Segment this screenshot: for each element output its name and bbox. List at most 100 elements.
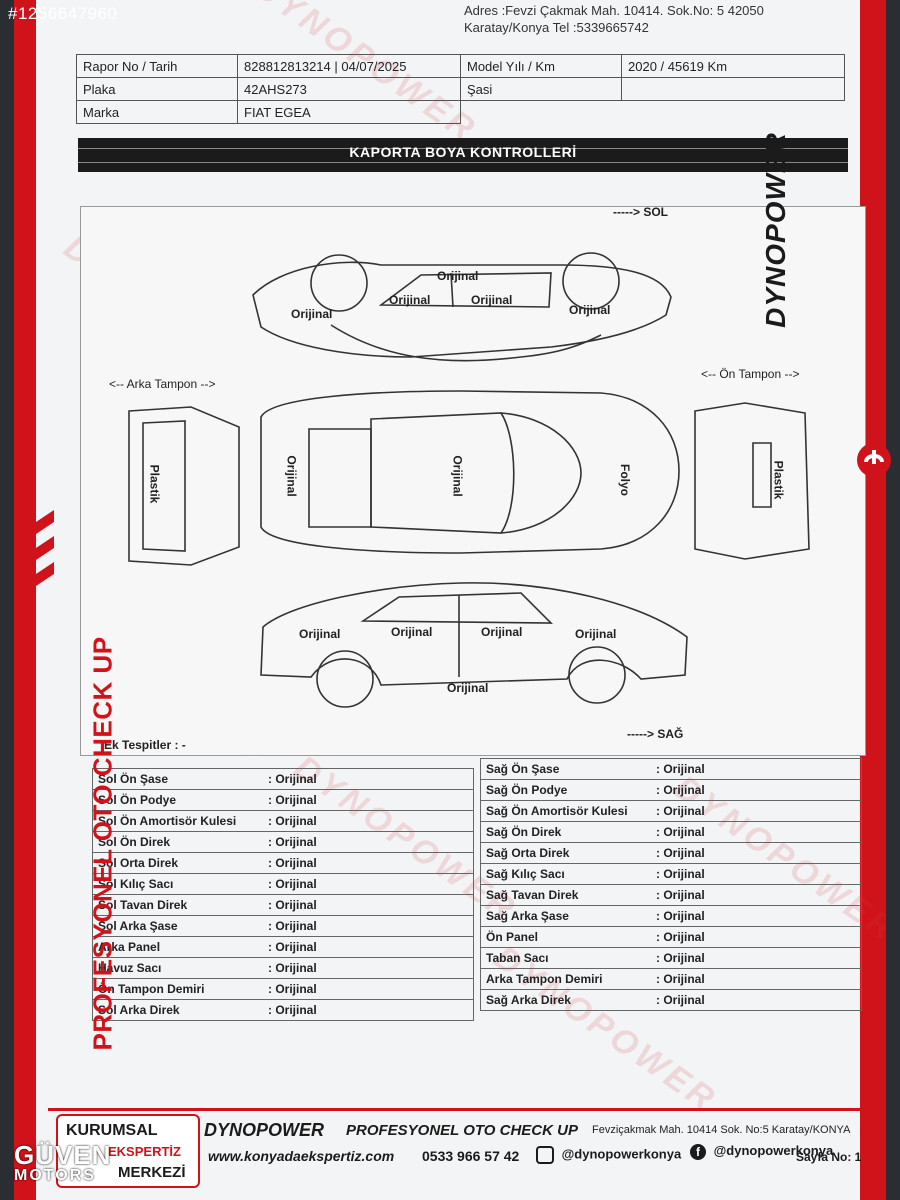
part-status: : Orijinal [651, 779, 862, 801]
footer-phone[interactable]: 0533 966 57 42 [422, 1148, 520, 1164]
part-status: : Orijinal [651, 989, 862, 1011]
part-status: : Orijinal [263, 978, 474, 1000]
car-outline-icon [128, 252, 810, 708]
part-status: : Orijinal [263, 915, 474, 937]
part-status: : Orijinal [263, 957, 474, 979]
bar-line [78, 162, 848, 163]
model-value: 2020 / 45619 Km [621, 54, 845, 78]
part-name: Sol Orta Direk [92, 852, 263, 874]
company-address: Adres :Fevzi Çakmak Mah. 10414. Sok.No: … [464, 2, 764, 36]
car-paint-diagram: -----> SOL -----> SAĞ <-- Arka Tampon --… [80, 205, 866, 756]
table-row: Sol Ön Direk: Orijinal [92, 831, 474, 853]
bottom-rear-quarter-status: Orijinal [299, 627, 341, 641]
top-front-fender-status: Orijinal [569, 303, 611, 317]
page-number: Sayfa No: 1 [796, 1150, 862, 1164]
rapor-label: Rapor No / Tarih [76, 54, 238, 78]
table-row: Sol Ön Amortisör Kulesi: Orijinal [92, 810, 474, 832]
part-status: : Orijinal [651, 863, 862, 885]
facebook-icon: f [690, 1143, 706, 1160]
table-row: Ön Panel: Orijinal [480, 926, 862, 948]
rear-bumper-status: Plastik [147, 464, 162, 504]
ek-tespitler: Ek Tespitler : - [104, 738, 186, 752]
part-name: Ön Tampon Demiri [92, 978, 263, 1000]
dynopower-vertical-logo: DYNOPOWER [760, 130, 800, 330]
top-roof-status: Orijinal [437, 269, 479, 283]
hood-status: Folyo [618, 464, 632, 496]
part-status: : Orijinal [651, 800, 862, 822]
on-tampon-label: <-- Ön Tampon --> [701, 367, 800, 381]
table-row: Sol Ön Podye: Orijinal [92, 789, 474, 811]
stripes-decor-icon [24, 510, 54, 594]
part-name: Sağ Ön Şase [480, 758, 651, 780]
part-name: Sol Ön Direk [92, 831, 263, 853]
side-banner: PROFESYONEL OTO CHECK UP [87, 636, 118, 1051]
dealer-name-1: GÜVEN [14, 1140, 112, 1170]
table-row: Sağ Kılıç Sacı: Orijinal [480, 863, 862, 885]
part-status: : Orijinal [263, 936, 474, 958]
bottom-rear-door-status: Orijinal [391, 625, 433, 639]
table-row: Sol Arka Şase: Orijinal [92, 915, 474, 937]
table-row: Sol Orta Direk: Orijinal [92, 852, 474, 874]
footer-website[interactable]: www.konyadaekspertiz.com [208, 1148, 395, 1164]
part-status: : Orijinal [263, 831, 474, 853]
part-status: : Orijinal [263, 768, 474, 790]
marka-value: FIAT EGEA [237, 100, 461, 124]
instagram-icon [536, 1146, 554, 1164]
address-line-2: Karatay/Konya Tel :5339665742 [464, 20, 649, 35]
part-status: : Orijinal [263, 789, 474, 811]
address-line-1: Adres :Fevzi Çakmak Mah. 10414. Sok.No: … [464, 3, 764, 18]
section-title: KAPORTA BOYA KONTROLLERİ [349, 144, 577, 160]
part-name: Sağ Arka Direk [480, 989, 651, 1011]
table-row: Sol Tavan Direk: Orijinal [92, 894, 474, 916]
sasi-value [621, 77, 845, 101]
left-red-edge [14, 0, 36, 1200]
bottom-front-fender-status: Orijinal [575, 627, 617, 641]
part-status: : Orijinal [651, 905, 862, 927]
footer-facebook[interactable]: f @dynopowerkonya [690, 1143, 833, 1160]
footer-instagram[interactable]: @dynopowerkonya [536, 1146, 681, 1164]
section-title-bar: KAPORTA BOYA KONTROLLERİ [78, 138, 848, 172]
kurumsal-line-3: MERKEZİ [118, 1164, 186, 1181]
marka-label: Marka [76, 100, 238, 124]
table-row: Ön Tampon Demiri: Orijinal [92, 978, 474, 1000]
part-name: Sağ Ön Amortisör Kulesi [480, 800, 651, 822]
part-name: Sağ Kılıç Sacı [480, 863, 651, 885]
footer-bar [48, 1108, 868, 1191]
part-name: Sağ Tavan Direk [480, 884, 651, 906]
part-name: Taban Sacı [480, 947, 651, 969]
part-status: : Orijinal [651, 968, 862, 990]
part-name: Sol Arka Direk [92, 999, 263, 1021]
plaka-label: Plaka [76, 77, 238, 101]
brand-vertical-text: DYNOPOWER [760, 132, 791, 328]
table-row: Sağ Tavan Direk: Orijinal [480, 884, 862, 906]
plaka-value: 42AHS273 [237, 77, 461, 101]
bottom-sill-status: Orijinal [447, 681, 489, 695]
table-row: Sağ Ön Şase: Orijinal [480, 758, 862, 780]
part-status: : Orijinal [263, 894, 474, 916]
dealer-watermark: GÜVEN MOTORS [14, 1140, 144, 1192]
footer-address: Fevziçakmak Mah. 10414 Sok. No:5 Karatay… [592, 1124, 851, 1136]
table-row: Arka Panel: Orijinal [92, 936, 474, 958]
part-status: : Orijinal [263, 810, 474, 832]
table-row: Sağ Ön Amortisör Kulesi: Orijinal [480, 800, 862, 822]
part-status: : Orijinal [651, 947, 862, 969]
part-name: Sol Ön Amortisör Kulesi [92, 810, 263, 832]
part-status: : Orijinal [651, 884, 862, 906]
arka-tampon-label: <-- Arka Tampon --> [109, 377, 216, 391]
kurumsal-badge: KURUMSAL EKSPERTİZ MERKEZİ [56, 1114, 200, 1188]
empty-cell [461, 101, 845, 124]
part-name: Sol Kılıç Sacı [92, 873, 263, 895]
kurumsal-line-2: EKSPERTİZ [108, 1144, 181, 1159]
bar-line [78, 148, 848, 149]
part-status: : Orijinal [651, 842, 862, 864]
bottom-front-door-status: Orijinal [481, 625, 523, 639]
table-row: Sol Ön Şase: Orijinal [92, 768, 474, 790]
part-status: : Orijinal [651, 821, 862, 843]
part-name: Sağ Ön Podye [480, 779, 651, 801]
front-bumper-status: Plastik [771, 460, 786, 500]
top-rear-door-status: Orijinal [389, 293, 431, 307]
trunk-status: Orijinal [284, 455, 299, 497]
part-status: : Orijinal [651, 926, 862, 948]
table-row: Sağ Arka Şase: Orijinal [480, 905, 862, 927]
